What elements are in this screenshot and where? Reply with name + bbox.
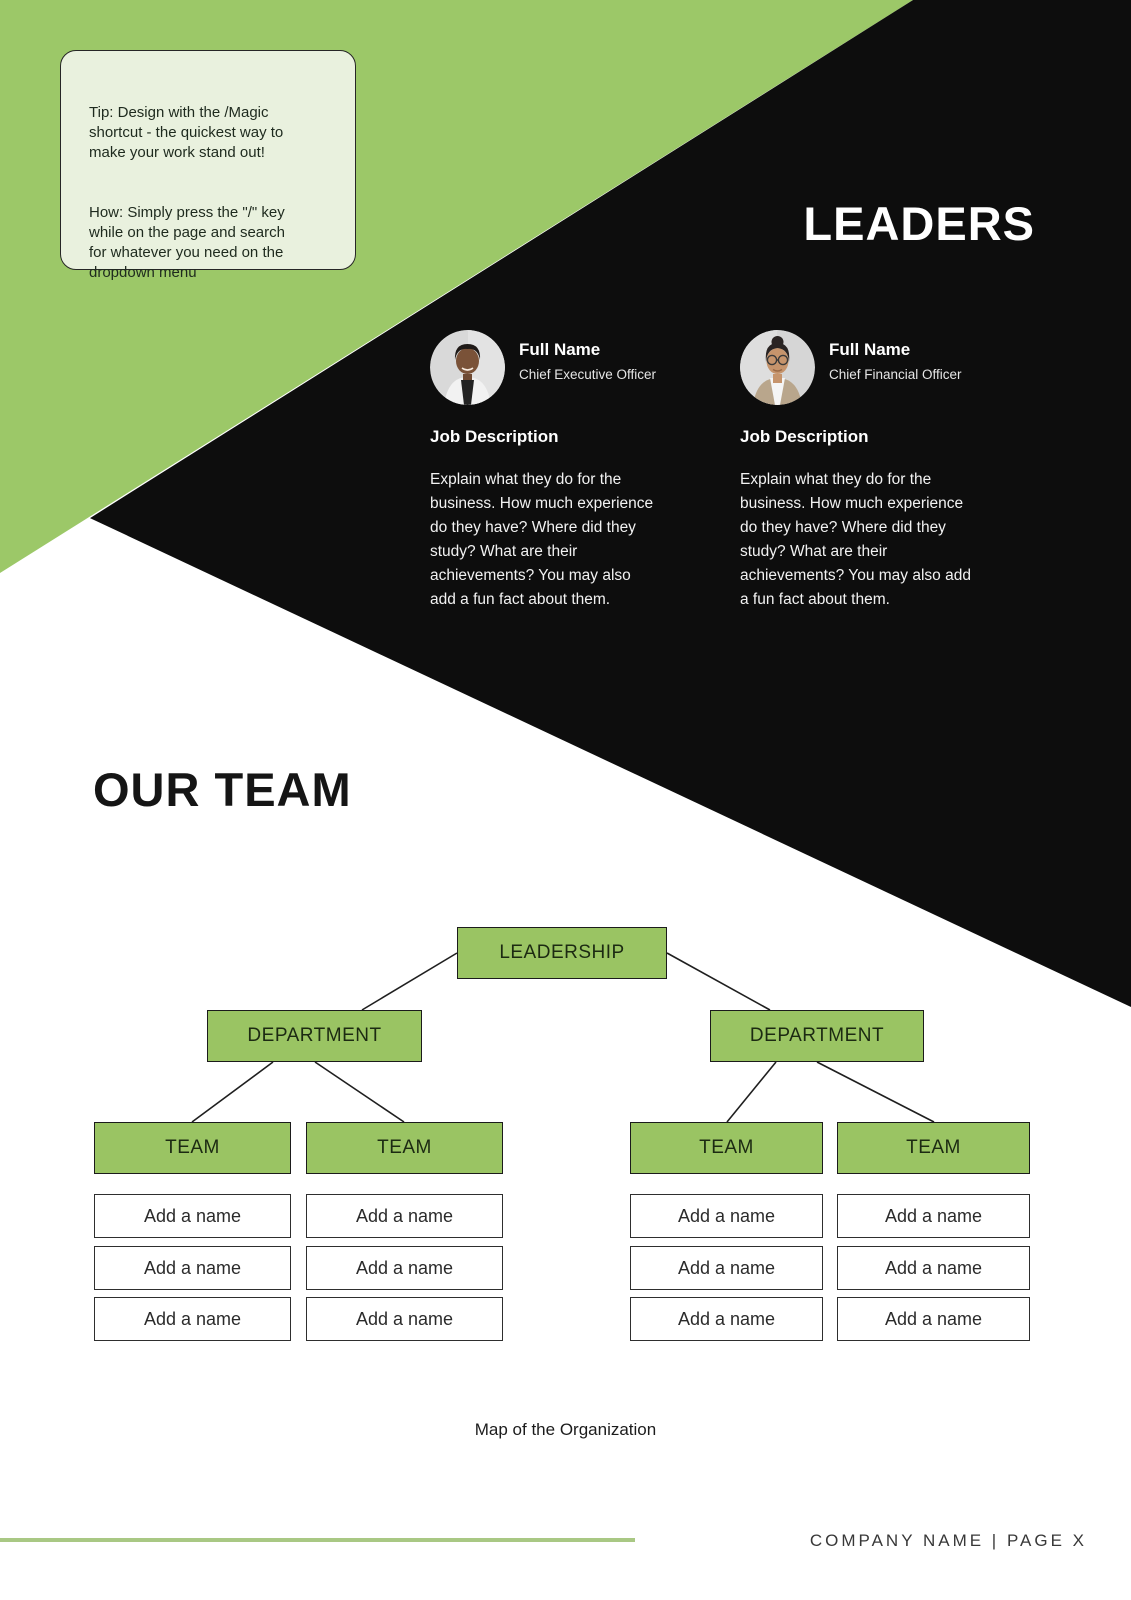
org-box-department-1: DEPARTMENT: [207, 1010, 422, 1062]
org-box-team-1: TEAM: [94, 1122, 291, 1174]
tip-note: Tip: Design with the /Magic shortcut - t…: [60, 50, 356, 281]
org-box-team-3: TEAM: [630, 1122, 823, 1174]
job-description-heading: Job Description: [740, 427, 869, 446]
add-name-placeholder[interactable]: Add a name: [306, 1246, 503, 1290]
add-name-placeholder[interactable]: Add a name: [630, 1297, 823, 1341]
job-description-text: Explain what they do for the business. H…: [740, 471, 971, 608]
cfo-photo: [740, 330, 815, 405]
add-name-placeholder[interactable]: Add a name: [837, 1297, 1030, 1341]
add-name-placeholder[interactable]: Add a name: [94, 1246, 291, 1290]
leader-head: Full Name Chief Financial Officer: [740, 330, 1030, 405]
leaders-title: LEADERS: [803, 197, 1035, 250]
add-name-placeholder[interactable]: Add a name: [837, 1246, 1030, 1290]
add-name-placeholder[interactable]: Add a name: [306, 1194, 503, 1238]
add-name-placeholder[interactable]: Add a name: [630, 1246, 823, 1290]
add-name-placeholder[interactable]: Add a name: [306, 1297, 503, 1341]
leader-card-cfo: Full Name Chief Financial Officer Job De…: [740, 330, 1030, 608]
leader-nameblock: Full Name Chief Financial Officer: [829, 330, 962, 382]
leader-card-ceo: Full Name Chief Executive Officer Job De…: [430, 330, 720, 608]
footer-divider-line: [0, 1538, 635, 1542]
tip-paragraph-1: Tip: Design with the /Magic shortcut - t…: [89, 104, 284, 161]
our-team-title: OUR TEAM: [93, 763, 352, 816]
add-name-placeholder[interactable]: Add a name: [630, 1194, 823, 1238]
job-description-heading: Job Description: [430, 427, 559, 446]
leader-head: Full Name Chief Executive Officer: [430, 330, 720, 405]
add-name-placeholder[interactable]: Add a name: [837, 1194, 1030, 1238]
org-box-team-2: TEAM: [306, 1122, 503, 1174]
leader-role: Chief Financial Officer: [829, 367, 962, 382]
leader-name: Full Name: [829, 340, 911, 359]
leader-nameblock: Full Name Chief Executive Officer: [519, 330, 656, 382]
org-chart-caption: Map of the Organization: [474, 1420, 657, 1439]
tip-paragraph-2: How: Simply press the "/" key while on t…: [89, 204, 285, 281]
org-box-leadership: LEADERSHIP: [457, 927, 667, 979]
add-name-placeholder[interactable]: Add a name: [94, 1297, 291, 1341]
org-box-department-2: DEPARTMENT: [710, 1010, 924, 1062]
job-description-text: Explain what they do for the business. H…: [430, 471, 654, 608]
leader-name: Full Name: [519, 340, 601, 359]
leader-role: Chief Executive Officer: [519, 367, 657, 382]
org-box-team-4: TEAM: [837, 1122, 1030, 1174]
footer-page-label: COMPANY NAME | PAGE X: [809, 1531, 1087, 1550]
ceo-photo: [430, 330, 505, 405]
add-name-placeholder[interactable]: Add a name: [94, 1194, 291, 1238]
